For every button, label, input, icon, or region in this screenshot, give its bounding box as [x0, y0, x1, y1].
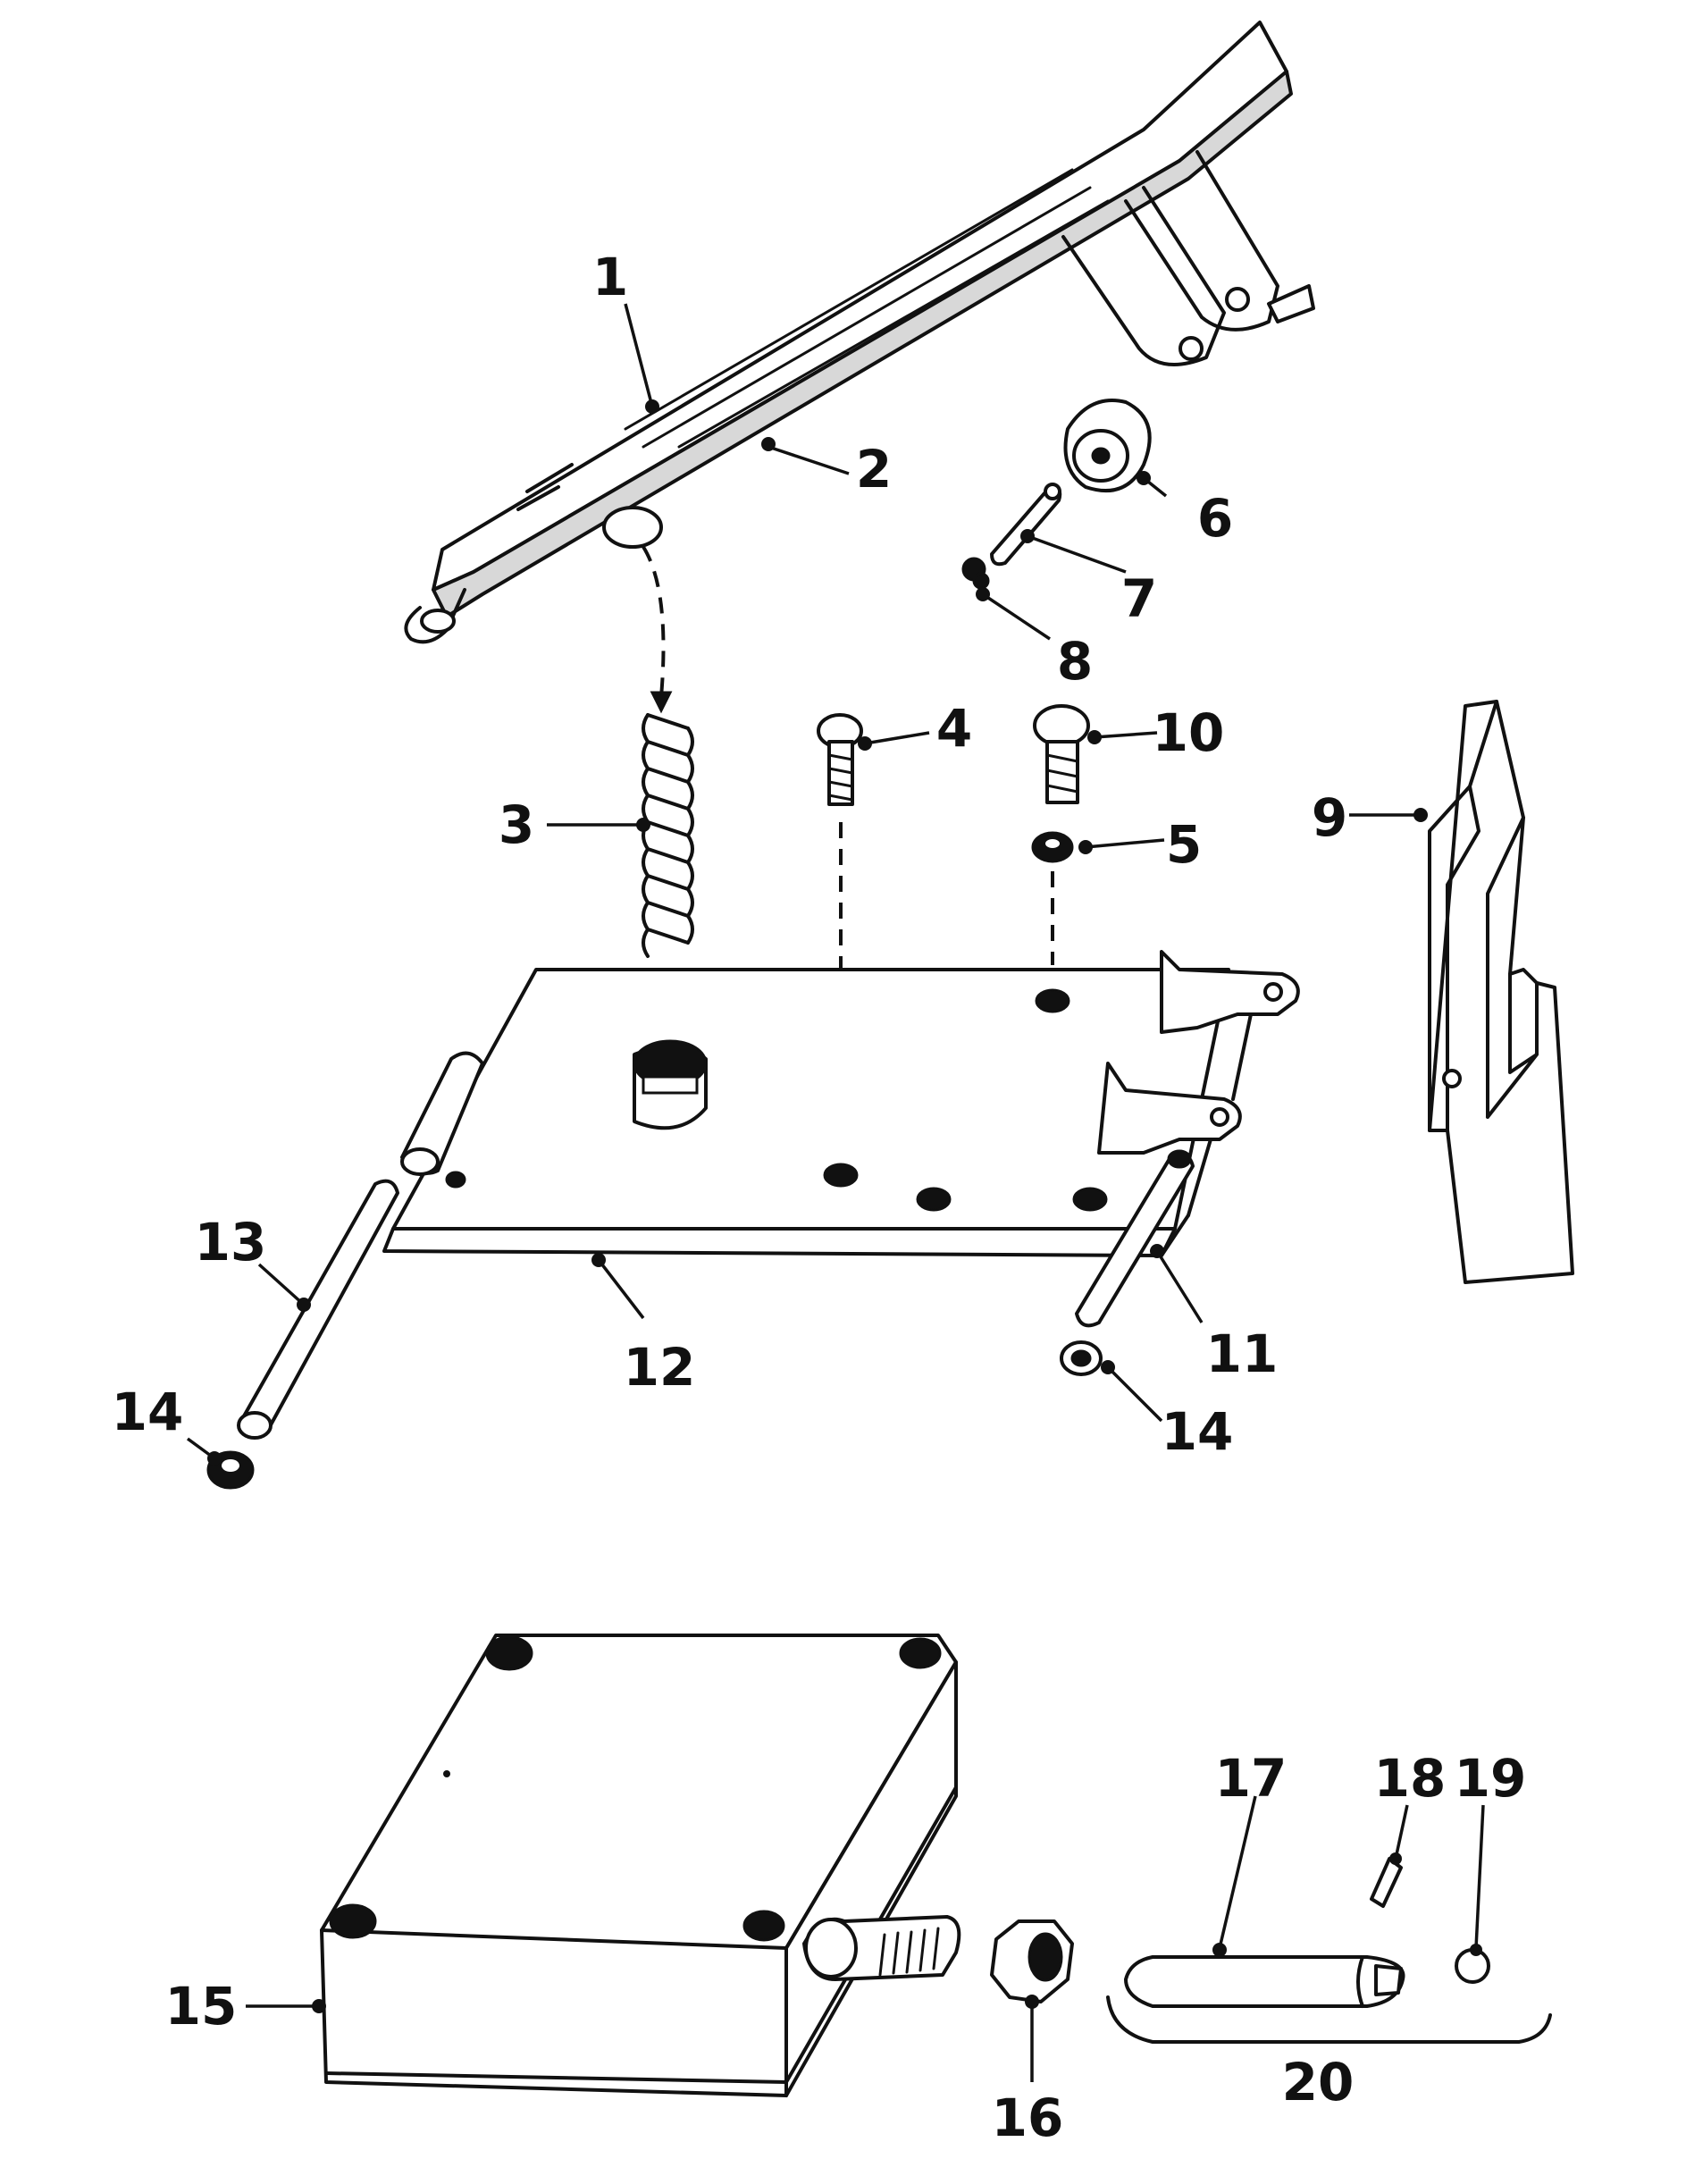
callout-11: 11 — [1206, 1323, 1279, 1384]
part-4-screw — [817, 713, 863, 806]
part-5-washer — [1031, 831, 1074, 863]
callout-7: 7 — [1121, 568, 1157, 629]
callout-5: 5 — [1166, 814, 1202, 875]
callout-1: 1 — [592, 247, 628, 307]
callout-4: 4 — [936, 698, 972, 759]
callout-labels: 1 2 3 4 5 6 7 8 9 10 11 12 13 14 14 15 1… — [112, 247, 1527, 2148]
arrow-spring — [650, 691, 673, 714]
part-16-hex-nut — [990, 1919, 1074, 2003]
callout-17: 17 — [1215, 1748, 1288, 1809]
part-1-pedal — [404, 21, 1315, 644]
part-15-housing — [320, 1634, 961, 2097]
callout-13: 13 — [195, 1212, 267, 1273]
group-20-bracket — [1106, 1995, 1552, 2044]
callout-6: 6 — [1197, 488, 1233, 549]
part-10-bolt — [1033, 704, 1090, 804]
part-13-left-rod — [237, 1179, 399, 1440]
part-6-bushing — [1063, 399, 1152, 493]
callout-12: 12 — [624, 1337, 696, 1398]
part-11-right-rod — [1075, 1149, 1195, 1328]
leader-lines — [186, 303, 1485, 2082]
part-17-pin — [1124, 1955, 1405, 2008]
callout-16: 16 — [992, 2087, 1064, 2148]
callout-20: 20 — [1282, 2052, 1355, 2113]
part-7-pin — [990, 483, 1062, 567]
callout-15: 15 — [165, 1976, 238, 2037]
callout-2: 2 — [856, 439, 892, 500]
callout-14-right: 14 — [1162, 1401, 1234, 1462]
part-14-nut-right — [1060, 1340, 1103, 1376]
callout-18: 18 — [1374, 1748, 1447, 1809]
part-12-base-plate — [382, 950, 1300, 1257]
callout-10: 10 — [1153, 702, 1225, 763]
part-3-spring — [642, 713, 694, 958]
assembly-line-spring — [642, 545, 666, 698]
part-9-bracket — [1428, 700, 1574, 1284]
part-8-nut — [961, 557, 990, 590]
callout-8: 8 — [1057, 631, 1093, 692]
callout-19: 19 — [1455, 1748, 1527, 1809]
callout-9: 9 — [1312, 787, 1347, 848]
callout-14-left: 14 — [112, 1382, 184, 1442]
part-18-small-pin — [1370, 1857, 1403, 1908]
callout-3: 3 — [499, 794, 534, 855]
